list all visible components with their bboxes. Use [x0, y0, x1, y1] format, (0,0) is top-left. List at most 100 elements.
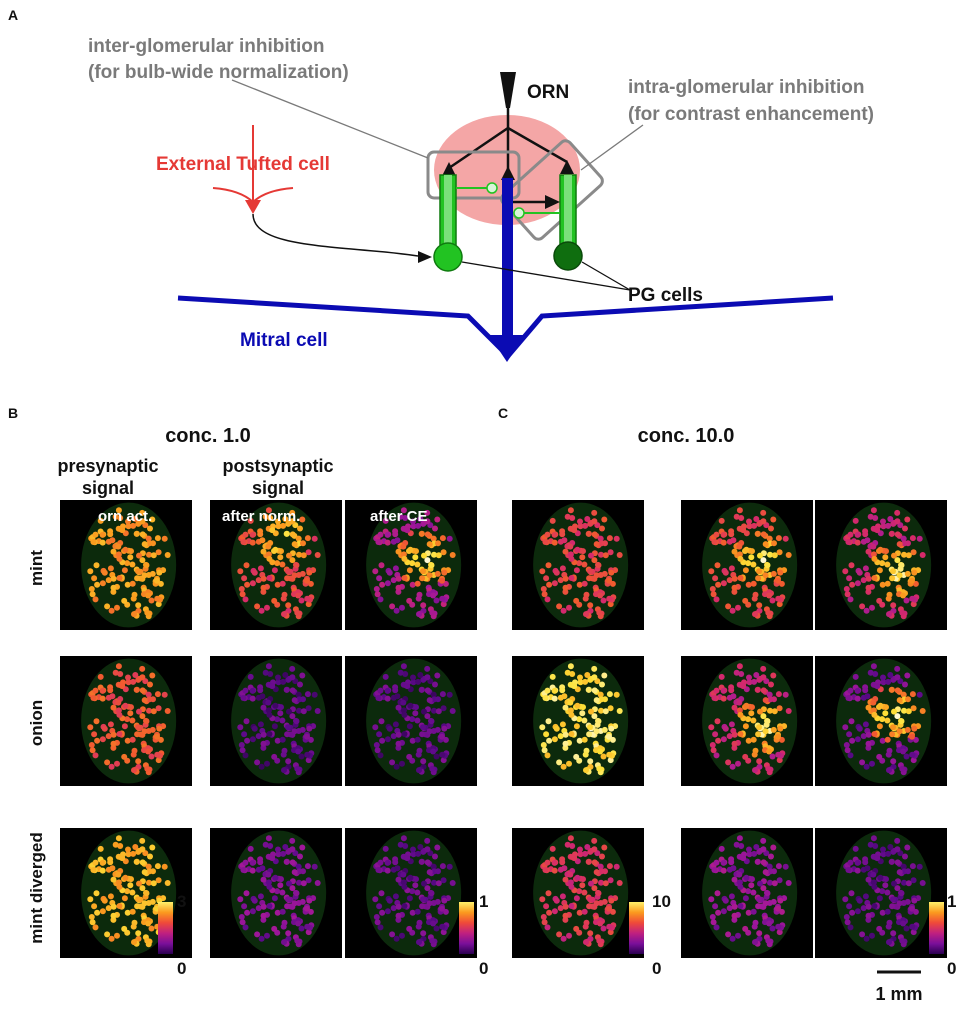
glomerulus-dot: [449, 880, 456, 886]
glomerulus-dot: [777, 569, 784, 576]
glomerulus-dot: [394, 537, 401, 544]
glomerulus-dot: [401, 575, 408, 581]
glomerulus-dot: [770, 844, 777, 851]
glomerulus-dot: [139, 674, 146, 681]
glomerulus-dot: [251, 725, 258, 732]
glomerulus-dot: [304, 595, 311, 602]
glomerulus-dot: [432, 681, 438, 688]
external-tufted-axon: [252, 213, 419, 257]
glomerulus-dot: [737, 575, 744, 581]
glomerulus-dot: [722, 569, 729, 576]
glomerulus-dot: [576, 716, 583, 723]
glomerulus-dot: [890, 602, 897, 609]
glomerulus-dot: [121, 597, 128, 604]
glomerulus-dot: [884, 717, 891, 724]
glomerulus-dot: [879, 737, 886, 744]
glomerulus-dot: [750, 908, 757, 915]
glomerulus-dot: [424, 509, 431, 516]
glomerulus-dot: [905, 708, 912, 715]
glomerulus-dot: [400, 507, 407, 514]
glomerulus-dot: [143, 562, 150, 569]
glomerulus-dot: [910, 549, 917, 556]
glomerulus-dot: [441, 897, 448, 904]
glomerulus-dot: [582, 678, 589, 685]
glomerulus-dot: [105, 577, 112, 584]
glomerulus-dot: [901, 551, 907, 558]
glomerulus-dot: [397, 841, 404, 848]
glomerulus-dot: [551, 867, 558, 874]
glomerulus-dot: [243, 890, 250, 897]
glomerulus-dot: [865, 548, 872, 555]
glomerulus-dot: [244, 737, 251, 744]
glomerulus-dot: [296, 879, 302, 886]
glomerulus-dot: [395, 704, 402, 711]
glomerulus-dot: [110, 876, 117, 883]
glomerulus-dot: [869, 932, 875, 939]
glomerulus-dot: [262, 669, 269, 676]
glomerulus-dot: [314, 552, 321, 558]
glomerulus-dot: [420, 896, 426, 903]
glomerulus-dot: [134, 731, 141, 738]
glomerulus-dot: [384, 736, 391, 743]
glomerulus-dot: [249, 539, 256, 546]
glomerulus-dot: [750, 717, 757, 724]
glomerulus-dot: [753, 516, 760, 522]
glomerulus-dot: [859, 603, 866, 610]
glomerulus-dot: [854, 531, 861, 538]
glomerulus-dot: [770, 726, 777, 733]
glomerulus-dot: [736, 699, 743, 706]
glomerulus-dot: [586, 903, 593, 910]
glomerulus-dot: [154, 733, 160, 740]
glomerulus-dot: [862, 721, 869, 728]
glomerulus-dot: [104, 759, 111, 766]
glomerulus-dot: [782, 863, 789, 870]
glomerulus-dot: [736, 879, 743, 886]
glomerulus-dot: [769, 753, 776, 760]
glomerulus-dot: [149, 516, 156, 523]
glomerulus-dot: [877, 702, 884, 709]
glomerulus-dot: [400, 699, 407, 706]
glomerulus-dot: [304, 863, 311, 870]
glomerulus-dot: [415, 595, 422, 602]
glomerulus-dot: [400, 543, 407, 550]
glomerulus-dot: [775, 905, 781, 912]
glomerulus-dot: [848, 718, 855, 725]
glomerulus-dot: [568, 731, 575, 737]
glomerulus-dot: [279, 561, 286, 568]
glomerulus-dot: [597, 863, 604, 870]
glomerulus-dot: [849, 909, 856, 916]
glomerulus-dot: [148, 597, 155, 604]
glomerulus-dot: [903, 597, 910, 604]
glomerulus-dot: [910, 877, 917, 884]
glomerulus-dot: [260, 912, 267, 919]
external-tufted-terminal: [245, 200, 261, 214]
glomerulus-dot: [373, 914, 380, 920]
glomerulus-dot: [720, 580, 727, 587]
glomerulus-dot: [279, 717, 286, 724]
glomerulus-dot: [894, 674, 901, 681]
glomerulus-dot: [720, 908, 727, 915]
glomerulus-dot: [546, 737, 553, 744]
glomerulus-dot: [561, 537, 568, 544]
glomerulus-dot: [306, 897, 313, 904]
glomerulus-dot: [583, 939, 589, 946]
glomerulus-dot: [762, 869, 769, 876]
glomerulus-dot: [735, 932, 741, 939]
glomerulus-dot: [567, 507, 574, 514]
glomerulus-dot: [264, 932, 270, 939]
glomerulus-dot: [439, 535, 446, 542]
glomerulus-dot: [576, 737, 583, 744]
glomerulus-dot: [544, 924, 551, 931]
glomerulus-dot: [765, 609, 772, 616]
glomerulus-dot: [731, 916, 738, 923]
glomerulus-dot: [712, 575, 719, 582]
glomerulus-dot: [746, 851, 753, 858]
glomerulus-dot: [285, 602, 292, 609]
glomerulus-dot: [134, 575, 141, 582]
glomerulus-dot: [587, 896, 593, 903]
glomerulus-dot: [852, 517, 859, 524]
glomerulus-dot: [559, 859, 566, 866]
glomerulus-dot: [395, 548, 402, 555]
glomerulus-dot: [864, 865, 871, 872]
glomerulus-dot: [896, 541, 903, 548]
